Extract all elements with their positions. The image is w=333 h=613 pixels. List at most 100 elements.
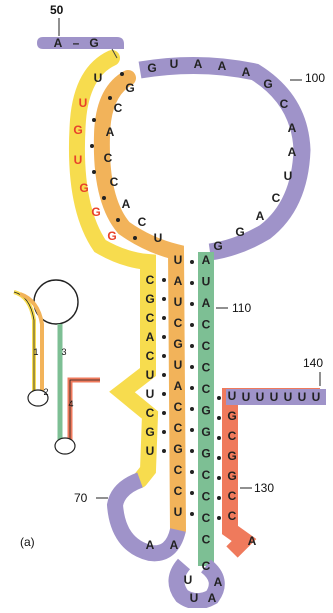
pair-dot: [217, 516, 221, 520]
label-110: 110: [232, 301, 251, 315]
pair-dot: [162, 373, 166, 377]
pair-dot: [120, 72, 124, 76]
mini-loop-bottom: [55, 438, 75, 454]
pair-dot: [217, 396, 221, 400]
pair-dot: [162, 392, 166, 396]
region4-stem-base: A: [248, 534, 257, 548]
region2-stem-base: U: [174, 505, 183, 519]
pair-dot: [162, 430, 166, 434]
top-loop-base: G: [263, 77, 272, 91]
leader-base: A: [54, 36, 63, 50]
top-loop-base: G: [147, 61, 156, 75]
region4-ribbon: [230, 396, 320, 552]
leader-ribbon: [37, 37, 124, 49]
strand1-outer-base: G: [73, 123, 82, 137]
panel-label: (a): [20, 535, 35, 549]
region3-stem-base: G: [201, 404, 210, 418]
bottom-loop-base: C: [202, 559, 211, 573]
region4-stem-base: C: [228, 509, 237, 523]
bottom-loop-base: A: [214, 575, 223, 589]
region1-stem-base: U: [146, 387, 155, 401]
region2-stem-base: G: [173, 442, 182, 456]
region3-stem-base: C: [202, 318, 211, 332]
tail-base: U: [284, 390, 293, 404]
pair-dot: [190, 281, 194, 285]
region4-stem-base: G: [227, 469, 236, 483]
pair-dot: [217, 496, 221, 500]
pair-dot: [162, 278, 166, 282]
strand1-outer-base: U: [74, 153, 83, 167]
bottom-loop-base: A: [208, 591, 217, 605]
strand1-outer-base: U: [94, 71, 103, 85]
mini-label-4: 4: [68, 399, 73, 409]
strand2-inner-base: U: [154, 231, 163, 245]
region3-stem-base: C: [202, 490, 211, 504]
pair-dot: [190, 491, 194, 495]
pair-dot: [116, 218, 120, 222]
tail-base: U: [270, 390, 279, 404]
region1-stem-base: G: [145, 292, 154, 306]
top-loop-base: A: [194, 57, 203, 71]
region3-stem-base: C: [202, 533, 211, 547]
top-loop-base: C: [280, 97, 289, 111]
pair-dot: [162, 297, 166, 301]
region4-stem-base: G: [227, 449, 236, 463]
mini-label-3: 3: [61, 347, 66, 357]
pair-dot: [190, 386, 194, 390]
region2-stem-base: G: [173, 337, 182, 351]
label-50: 50: [50, 3, 64, 17]
region3-stem-base: C: [202, 468, 211, 482]
pair-dot: [92, 118, 96, 122]
pair-dot: [190, 470, 194, 474]
label-130: 130: [254, 481, 274, 495]
region2-stem-base: C: [174, 421, 183, 435]
strand2-inner-base: C: [104, 151, 113, 165]
region2-stem-base: U: [174, 295, 183, 309]
top-loop-base: U: [170, 57, 179, 71]
pair-dot: [162, 354, 166, 358]
region2-stem-base: U: [174, 358, 183, 372]
mini-label-1: 1: [33, 347, 38, 357]
pair-dot: [190, 407, 194, 411]
region4-stem-base: C: [228, 489, 237, 503]
region3-stem-base: A: [202, 253, 211, 267]
pair-dot: [190, 344, 194, 348]
pair-dot: [92, 170, 96, 174]
pair-dot: [108, 96, 112, 100]
strand1-outer-base: G: [79, 181, 88, 195]
pair-dot: [190, 365, 194, 369]
region3-stem-base: C: [202, 511, 211, 525]
region3-stem-base: C: [202, 339, 211, 353]
top-loop-base: A: [288, 121, 297, 135]
pair-dot: [217, 436, 221, 440]
tail-base: U: [298, 390, 307, 404]
region3-stem-base: C: [202, 361, 211, 375]
pair-dot: [102, 196, 106, 200]
pair-dot: [190, 512, 194, 516]
region1-stem-base: C: [146, 349, 155, 363]
strand2-inner-base: C: [138, 215, 147, 229]
region3-stem-base: G: [201, 425, 210, 439]
top-loop-base: A: [218, 59, 227, 73]
label-100: 100: [305, 71, 325, 85]
region1-stem-base: C: [146, 406, 155, 420]
top-loop-base: A: [256, 209, 265, 223]
region2-stem-base: U: [174, 253, 183, 267]
region2-stem-base: A: [174, 379, 183, 393]
loop70-base: A: [170, 538, 179, 552]
pair-dot: [133, 236, 137, 240]
strand2-inner-base: C: [110, 175, 119, 189]
strand1-outer-base: G: [91, 205, 100, 219]
top-loop-base: U: [284, 169, 293, 183]
strand1-outer-base: G: [107, 229, 116, 243]
pair-dot: [190, 302, 194, 306]
pair-dot: [217, 476, 221, 480]
mini-strand-4: [70, 380, 100, 440]
top-loop-base: C: [272, 191, 281, 205]
strand2-inner-base: A: [106, 125, 115, 139]
tail-base: U: [256, 390, 265, 404]
region2-stem-base: C: [174, 400, 183, 414]
label-140: 140: [303, 356, 323, 370]
region1-stem-base: C: [146, 273, 155, 287]
